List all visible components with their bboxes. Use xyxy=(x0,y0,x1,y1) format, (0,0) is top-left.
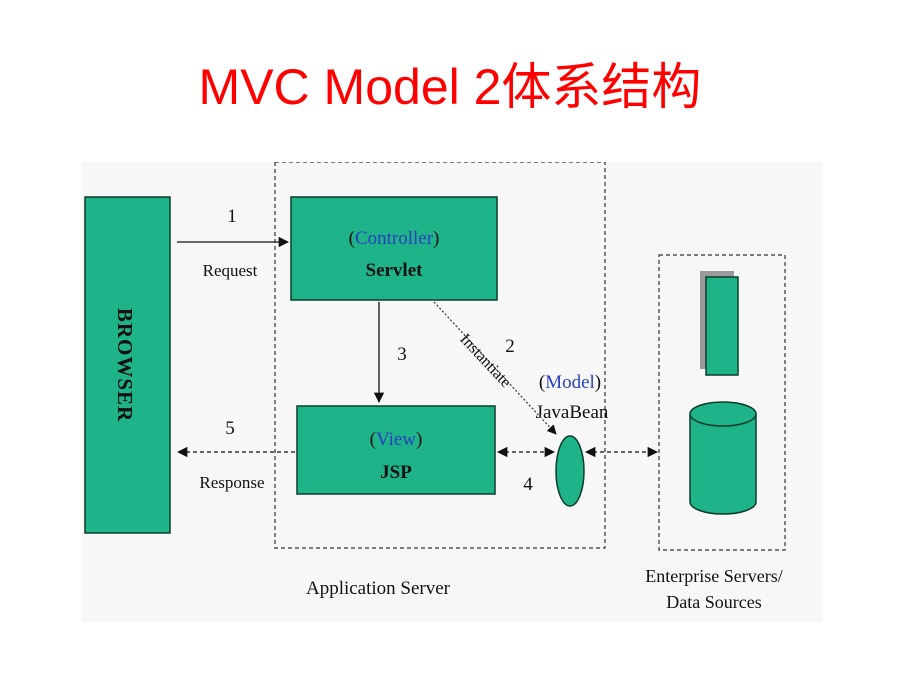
step-5-label: 5 xyxy=(225,418,235,439)
step-1-label: 1 xyxy=(227,206,237,227)
browser-box xyxy=(84,196,171,534)
server-block xyxy=(705,276,739,376)
database-cylinder xyxy=(689,401,757,515)
jsp-box xyxy=(296,405,496,495)
view-label: (View) xyxy=(370,429,423,450)
step-3-label: 3 xyxy=(397,344,407,365)
application-server-label: Application Server xyxy=(306,578,451,599)
javabean-ellipse xyxy=(555,435,585,507)
request-label: Request xyxy=(203,261,258,280)
step-4-label: 4 xyxy=(523,474,533,495)
javabean-label: JavaBean xyxy=(536,402,609,423)
model-label: (Model) xyxy=(539,372,601,393)
servlet-box xyxy=(290,196,498,301)
browser-label: BROWSER xyxy=(113,308,137,422)
enterprise-boundary xyxy=(658,254,786,551)
slide-title: MVC Model 2体系结构 xyxy=(198,59,702,115)
instantiate-arrow xyxy=(433,301,557,435)
jsp-label: JSP xyxy=(380,462,412,483)
enterprise-servers-label: Enterprise Servers/ xyxy=(645,566,782,586)
data-sources-label: Data Sources xyxy=(666,592,761,612)
servlet-label: Servlet xyxy=(366,260,424,281)
mvc-diagram: BROWSER (Controller) Servlet (View) JSP … xyxy=(82,161,822,622)
response-label: Response xyxy=(199,473,264,492)
controller-label: (Controller) xyxy=(349,228,440,249)
step-2-label: 2 xyxy=(505,336,515,357)
application-server-boundary xyxy=(274,161,606,549)
